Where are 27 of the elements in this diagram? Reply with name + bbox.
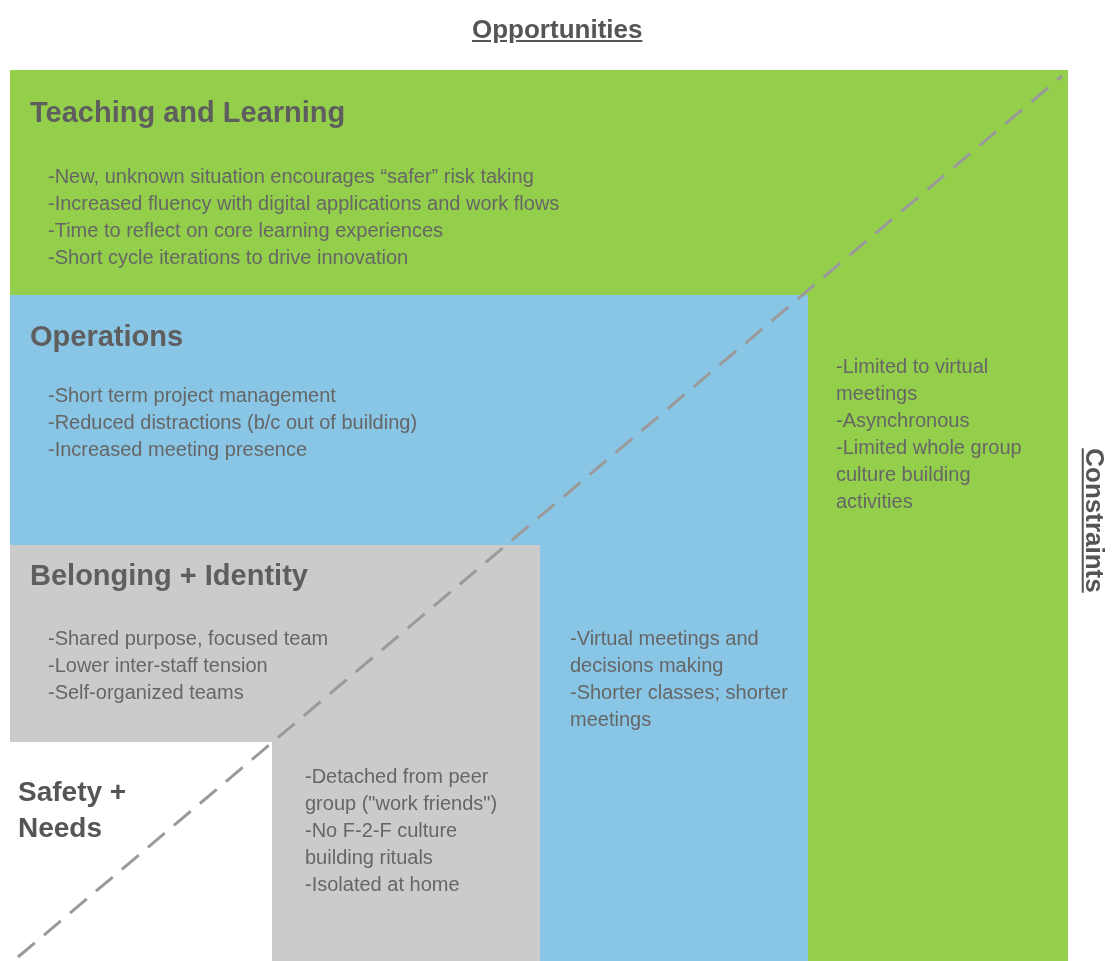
opportunity-item: -Time to reflect on core learning experiences: [48, 218, 443, 243]
section-heading: Safety + Needs: [18, 775, 128, 845]
constraint-item: -Virtual meetings and decisions making: [570, 626, 760, 678]
opportunity-item: -Self-organized teams: [48, 680, 244, 705]
constraint-item: -Shorter classes; shorter meetings: [570, 680, 789, 732]
opportunity-item: -Increased meeting presence: [48, 437, 308, 462]
constraint-item: -No F-2-F culture building rituals: [305, 818, 459, 870]
opportunity-item: -Reduced distractions (b/c out of building): [48, 410, 418, 435]
opportunity-band: [10, 295, 808, 961]
section-heading: Belonging + Identity: [30, 559, 308, 592]
constraint-item: -Detached from peer group ("work friends"): [305, 764, 499, 816]
constraint-item: -Limited whole group culture building activities: [836, 435, 1023, 514]
constraint-item: -Asynchronous: [836, 408, 971, 433]
section-heading: Operations: [30, 320, 184, 353]
opportunity-band: [10, 545, 540, 961]
opportunity-item: -New, unknown situation encourages “safer” risk taking: [48, 164, 534, 189]
opportunity-item: -Shared purpose, focused team: [48, 626, 329, 651]
section-heading: Teaching and Learning: [30, 96, 346, 129]
axis-title: Constraints: [1078, 447, 1110, 593]
axis-title: Opportunities: [472, 14, 643, 45]
constraint-item: -Limited to virtual meetings: [836, 354, 990, 406]
constraint-item: -Isolated at home: [305, 872, 461, 897]
opportunity-item: -Increased fluency with digital applications and work flows: [48, 191, 560, 216]
opportunity-item: -Lower inter-staff tension: [48, 653, 268, 678]
opportunity-band: [10, 742, 272, 961]
opportunity-item: -Short cycle iterations to drive innovation: [48, 245, 409, 270]
opportunity-item: -Short term project management: [48, 383, 336, 408]
